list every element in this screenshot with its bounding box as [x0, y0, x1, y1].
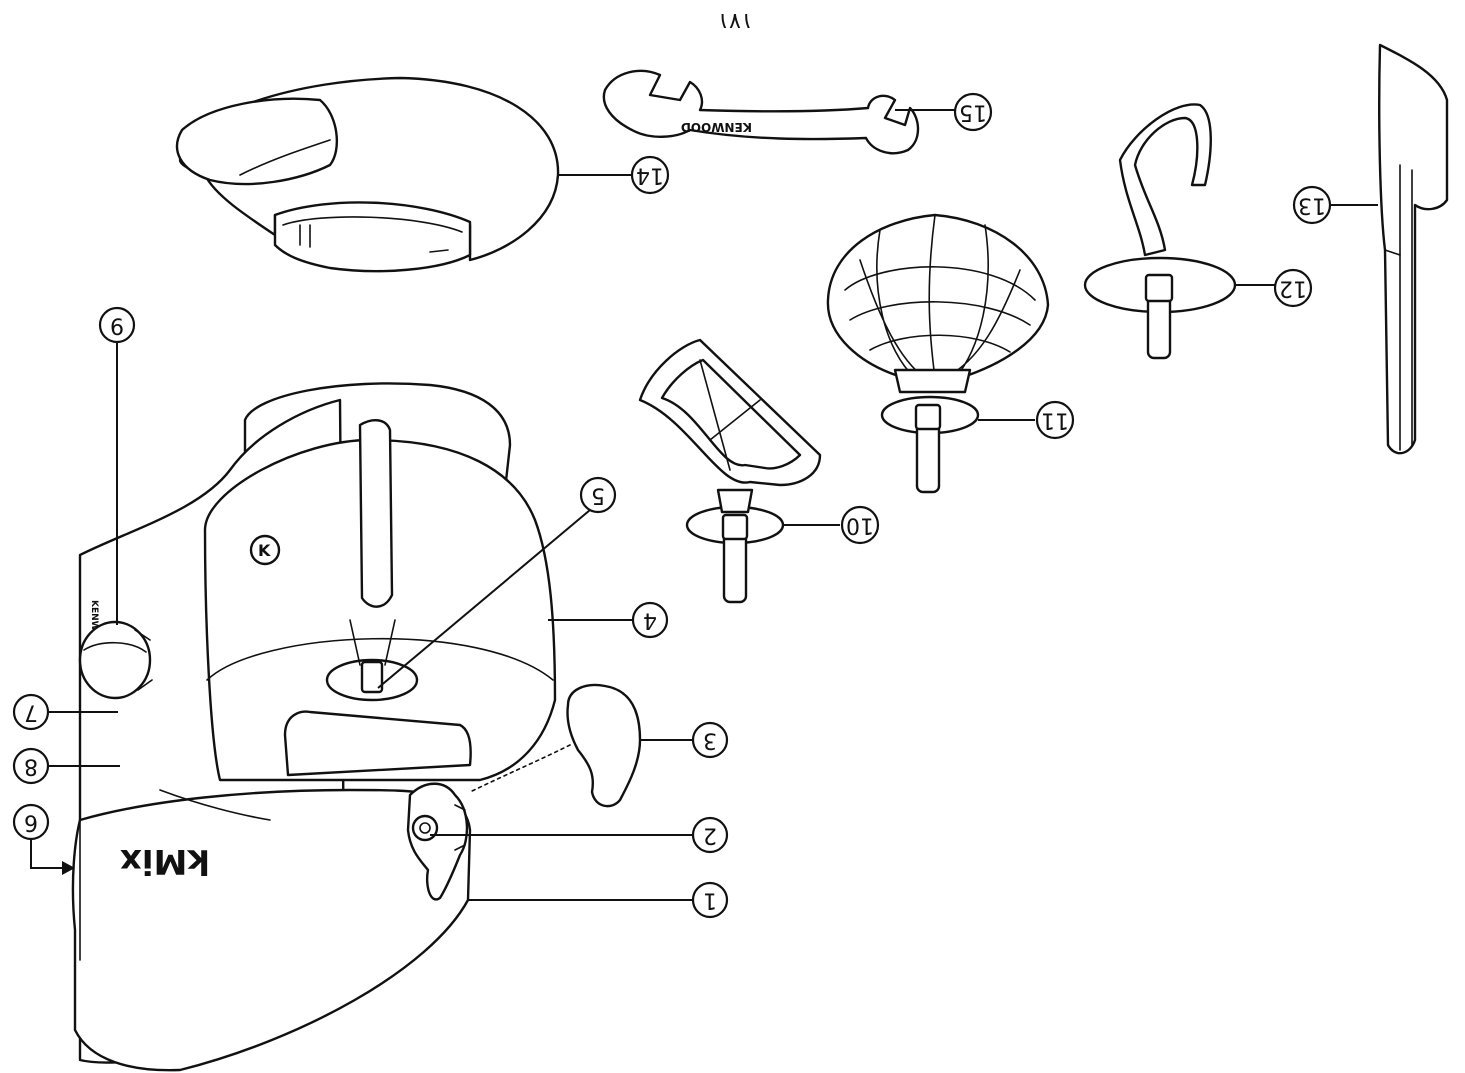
svg-text:14: 14 — [636, 163, 664, 188]
callout-14: 14 — [630, 155, 670, 195]
spanner-tool: KENWOOD — [602, 69, 920, 155]
callout-6: 6 — [12, 803, 50, 841]
dough-hook — [1083, 103, 1237, 360]
svg-text:1: 1 — [703, 888, 717, 913]
callout-13: 13 — [1292, 185, 1332, 225]
svg-text:2: 2 — [703, 823, 717, 848]
svg-text:3: 3 — [703, 728, 717, 753]
mixer-body: K kMix KENWOOD — [71, 382, 557, 1072]
body-brand-label: KENWOOD — [89, 600, 99, 653]
callout-2: 2 — [691, 816, 729, 854]
svg-text:9: 9 — [110, 313, 124, 338]
svg-text:15: 15 — [959, 100, 987, 125]
outlet-cover — [469, 683, 642, 808]
svg-text:13: 13 — [1298, 193, 1326, 218]
svg-text:4: 4 — [643, 608, 657, 633]
leader-lines — [30, 109, 1378, 901]
callout-3: 3 — [691, 721, 729, 759]
callout-9: 9 — [98, 306, 136, 344]
callout-11: 11 — [1035, 400, 1075, 440]
svg-text:5: 5 — [591, 483, 605, 508]
callout-1: 1 — [691, 881, 729, 919]
spatula — [1378, 43, 1449, 455]
wrench-brand-label: KENWOOD — [681, 120, 752, 134]
callout-15: 15 — [953, 92, 993, 132]
callout-12: 12 — [1273, 268, 1313, 308]
whisk — [826, 213, 1050, 494]
k-beater — [638, 338, 822, 604]
svg-text:11: 11 — [1041, 408, 1069, 433]
callout-5: 5 — [579, 476, 617, 514]
svg-text:8: 8 — [24, 754, 38, 779]
model-logo: kMix — [120, 841, 210, 881]
callout-8: 8 — [12, 747, 50, 785]
callout-10: 10 — [840, 505, 880, 545]
bowl-emblem: K — [258, 541, 271, 560]
svg-text:6: 6 — [24, 810, 38, 835]
splash-guard — [176, 76, 560, 273]
svg-text:10: 10 — [846, 513, 874, 538]
callout-7: 7 — [12, 693, 50, 731]
svg-text:12: 12 — [1279, 276, 1307, 301]
svg-text:7: 7 — [24, 700, 38, 725]
callout-4: 4 — [631, 601, 669, 639]
